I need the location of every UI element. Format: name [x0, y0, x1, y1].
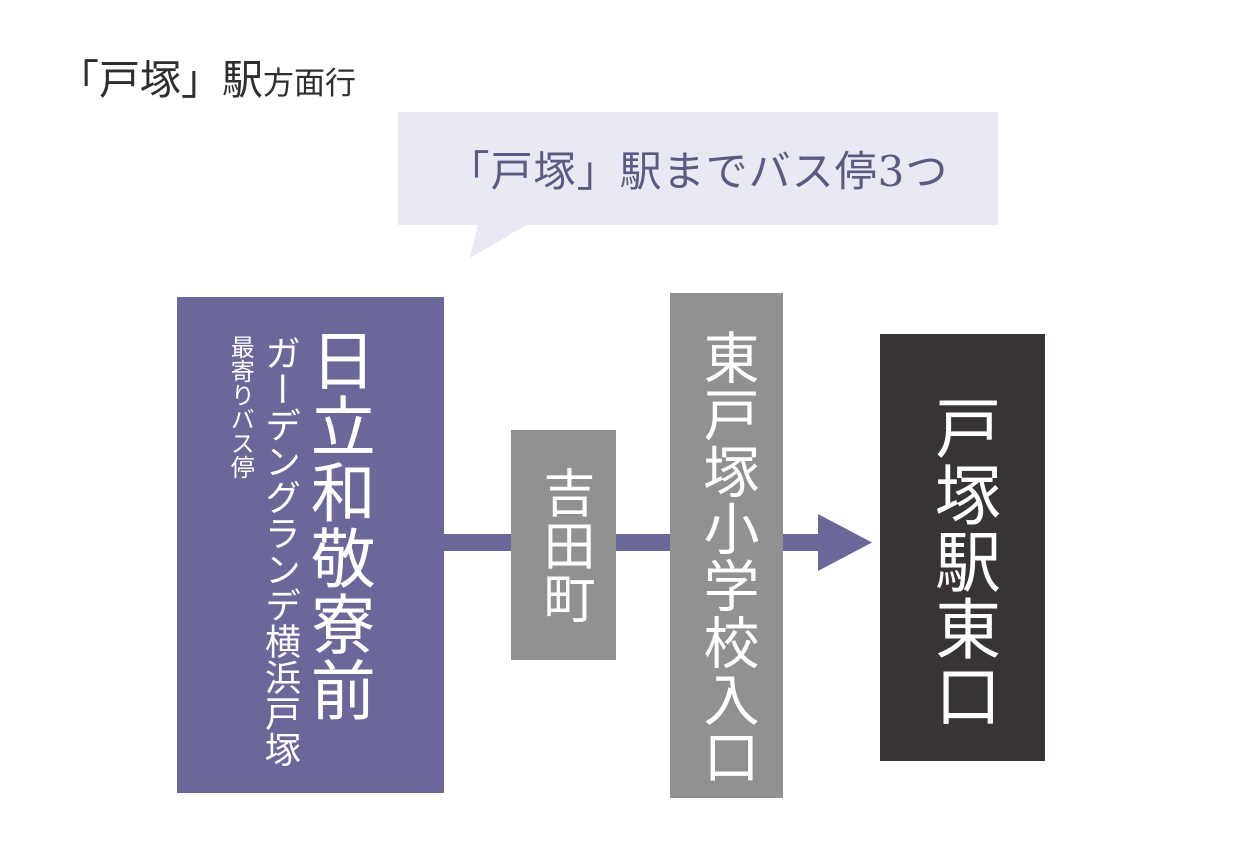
- stop-name-totsuka-station-east-exit: 戸塚駅東口: [924, 394, 1002, 729]
- callout-tail-icon: [470, 224, 528, 258]
- stop-name-higashi-totsuka-shogakko-iriguchi: 東戸塚小学校入口: [694, 329, 760, 785]
- stop-tag-nearest-bus-stop: 最寄りバス停: [226, 335, 255, 479]
- callout-bubble: 「戸塚」駅までバス停3つ: [398, 112, 998, 225]
- page-title: 「戸塚」駅方面行: [58, 60, 356, 101]
- callout-text: 「戸塚」駅までバス停3つ: [447, 147, 949, 196]
- page-title-primary: 「戸塚」駅: [58, 56, 263, 104]
- stop-subtitle-hitachi: ガーデングランデ横浜戸塚: [258, 335, 300, 767]
- stop-box-yoshida[interactable]: 吉田町: [511, 430, 616, 660]
- stop-box-totsuka-station-east-exit[interactable]: 戸塚駅東口: [880, 334, 1045, 761]
- stop-box-hitachi[interactable]: 日立和敬寮前 ガーデングランデ横浜戸塚 最寄りバス停: [177, 297, 444, 793]
- stop-name-yoshida: 吉田町: [534, 465, 595, 625]
- stop-box-higashi-totsuka-shogakko-iriguchi[interactable]: 東戸塚小学校入口: [670, 293, 783, 798]
- page-title-secondary: 方面行: [263, 66, 356, 102]
- stop-name-hitachi: 日立和敬寮前: [299, 327, 375, 723]
